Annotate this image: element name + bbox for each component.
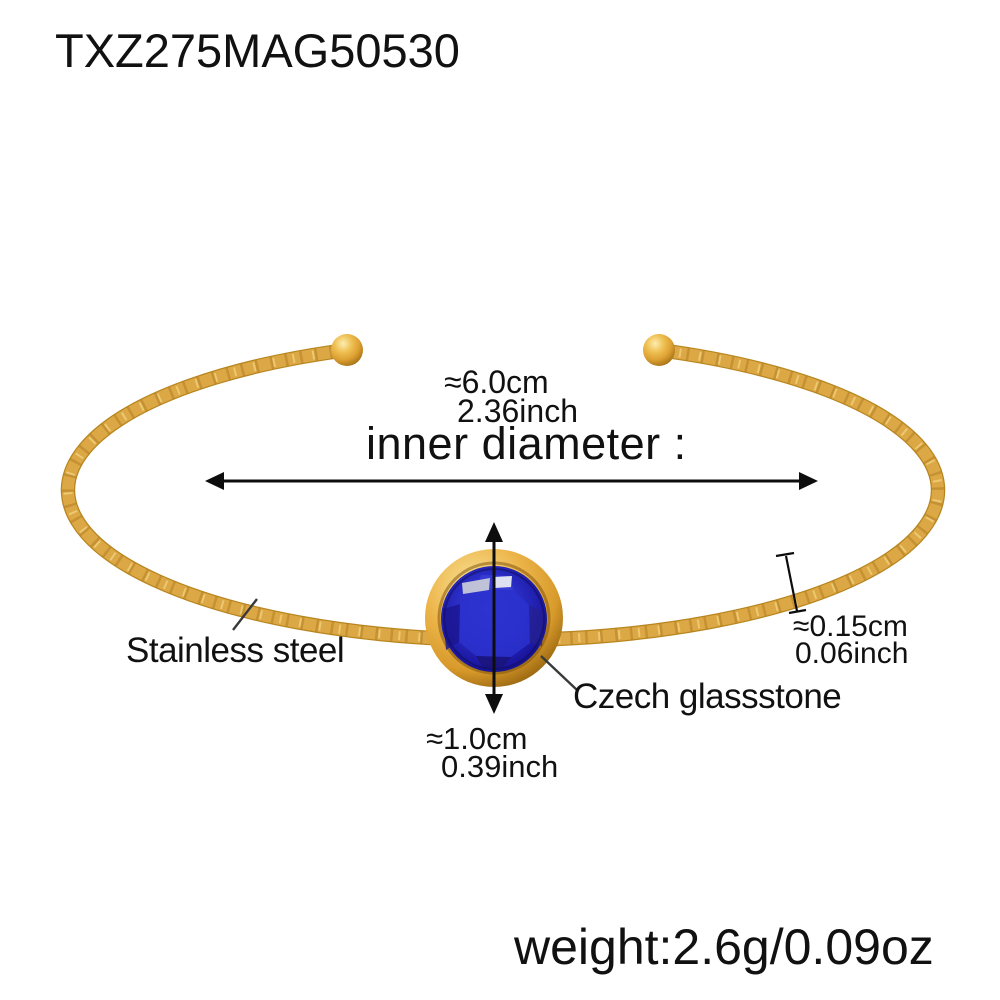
material-label: Stainless steel [126,631,345,670]
stone-pointer-line [540,655,578,691]
thickness-caliper-icon [775,551,807,615]
product-code: TXZ275MAG50530 [55,24,460,77]
weight-label: weight:2.6g/0.09oz [514,919,934,975]
stone-height-arrow-head-top [485,522,503,542]
inner-diameter-value-inch: 2.36inch [457,393,578,429]
stone-facet-left [443,604,460,650]
bangle-ball-right [643,334,675,366]
caliper-main-line [784,555,799,612]
stone-highlight [462,578,490,594]
diameter-arrow-head-right [799,472,818,490]
material-pointer-line [232,598,258,631]
stone-height-arrow-icon [485,522,503,714]
diameter-arrow-icon [205,472,818,490]
inner-diameter-value-cm: ≈6.0cm [444,364,549,400]
stone-label: Czech glassstone [573,677,842,716]
diameter-arrow-head-left [205,472,224,490]
stone-diameter-value-cm: ≈1.0cm [426,721,528,756]
stone-highlight [494,576,512,588]
wire-thickness-value-inch: 0.06inch [795,637,909,670]
stone-diameter-value-inch: 0.39inch [441,749,559,784]
inner-diameter-label: inner diameter : [366,418,687,469]
caliper-top-tick [775,551,795,558]
bangle-ball-left [331,334,363,366]
caliper-bottom-tick [788,608,807,615]
wire-thickness-value-cm: ≈0.15cm [793,610,908,643]
stone-facet-right [529,605,544,646]
stone-height-arrow-head-bottom [485,694,503,714]
